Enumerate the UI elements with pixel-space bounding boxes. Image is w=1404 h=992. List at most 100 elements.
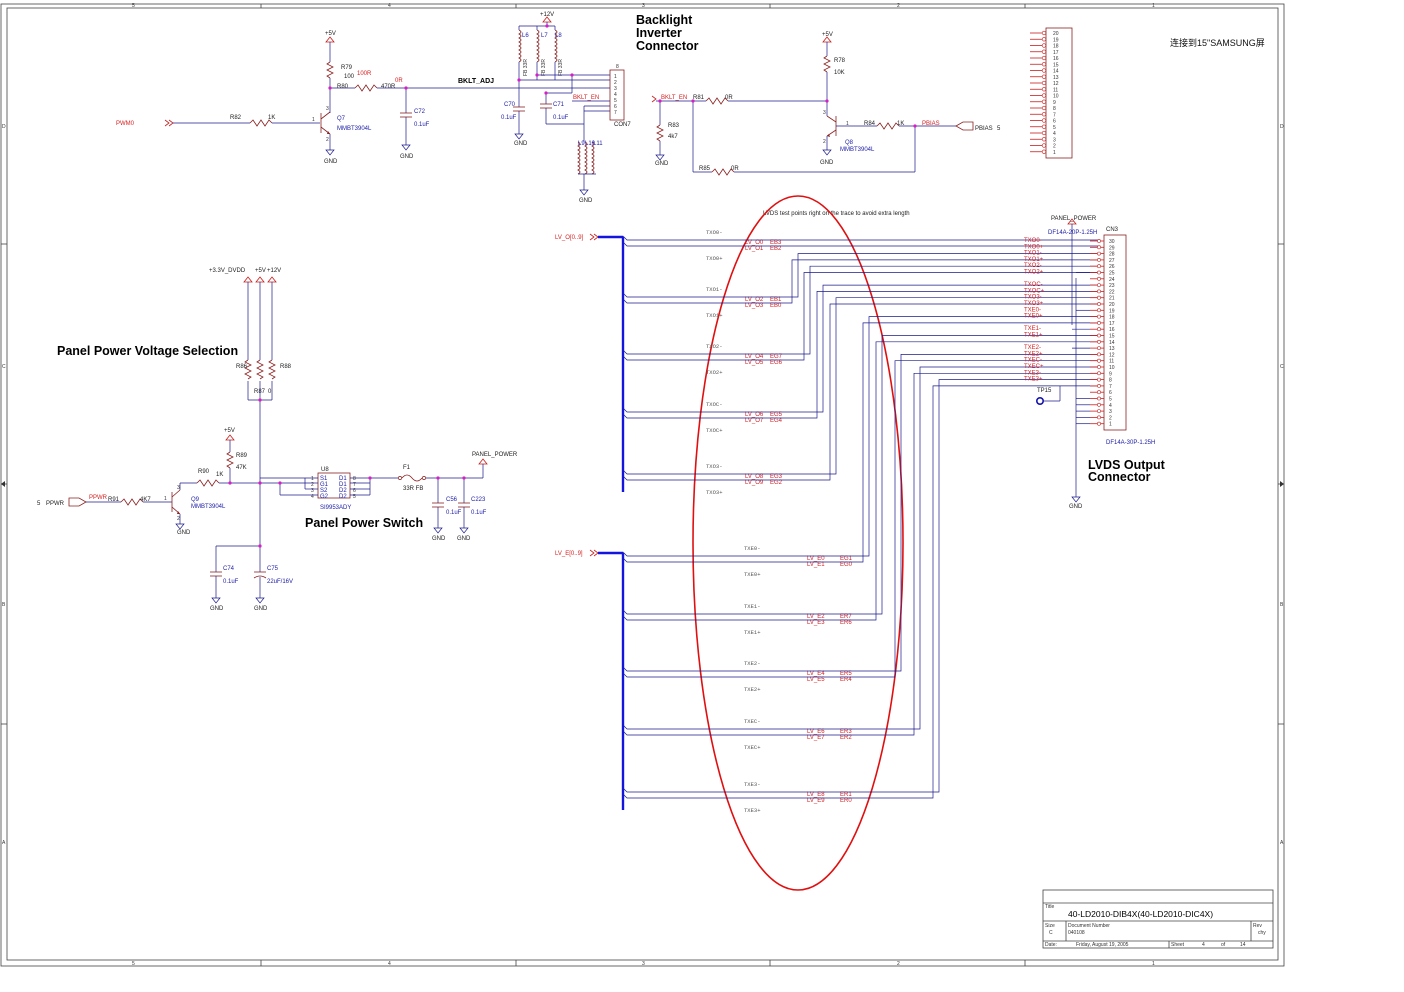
ppwr-net: PPWR — [89, 495, 108, 501]
q7-pin: 3 — [326, 106, 329, 112]
trace-test-label: TXE0+ — [744, 571, 761, 578]
cn3-pin-label: 3 — [1109, 409, 1112, 415]
r85-resistor — [711, 168, 735, 176]
gnd-label: GND — [579, 198, 593, 204]
r86-resistor — [244, 359, 252, 380]
cn3-pin-label: 24 — [1109, 277, 1115, 283]
q8-pin: 2 — [823, 139, 826, 145]
net-label: ER6 — [840, 620, 852, 626]
c72-ref: C72 — [414, 109, 426, 115]
connector-pin-label: 19 — [1053, 37, 1059, 43]
ground-symbol — [401, 144, 411, 151]
r80-value: 470R — [381, 84, 396, 90]
ground-symbol — [655, 154, 665, 161]
gnd-label: GND — [400, 154, 414, 160]
u8-pin-name: S2 — [320, 488, 328, 494]
gnd-label: GND — [457, 536, 471, 542]
bus-port-icon — [589, 233, 599, 241]
cn3-net-label: TXE2- — [1024, 345, 1041, 351]
trace-test-label: TXEC+ — [744, 744, 761, 751]
trace-test-label: TXO1+ — [706, 312, 723, 319]
l7-ref: L7 — [541, 33, 548, 39]
u8-pin-name: D2 — [339, 494, 347, 500]
v12-label: +12V — [540, 12, 554, 18]
title-label: Title — [1045, 904, 1054, 910]
gnd-label: GND — [432, 536, 446, 542]
u8-pin-name: D2 — [339, 488, 347, 494]
sheet-total: 14 — [1240, 942, 1246, 948]
trace-test-label: TXEC- — [744, 718, 761, 725]
gnd-label: GND — [1069, 504, 1083, 510]
con7-pin: 6 — [614, 104, 617, 110]
con7-pin: 7 — [614, 110, 617, 116]
connector-pin-label: 5 — [1053, 125, 1056, 131]
power-arrow-icon — [255, 276, 265, 283]
cn3-net-label: TXOC- — [1024, 282, 1043, 288]
signal-label: LV_O6 — [745, 412, 764, 418]
border-row-label: A — [2, 840, 6, 846]
connector-pin-label: 12 — [1053, 81, 1059, 87]
c72-value: 0.1uF — [414, 122, 430, 128]
cn3-net-label: TXE1- — [1024, 326, 1041, 332]
q7-transistor — [320, 111, 331, 135]
r86-ref: R86 — [236, 364, 248, 370]
con7-pin: 8 — [616, 64, 619, 70]
l8-ref: L8 — [555, 33, 562, 39]
q9-part: MMBT3904L — [191, 504, 226, 510]
border-row-label: A — [1280, 840, 1284, 846]
rail-label: +12V — [267, 268, 281, 274]
signal-label: LV_E4 — [807, 671, 825, 677]
connector-pin-label: 10 — [1053, 94, 1059, 100]
u8-mosfet — [317, 472, 351, 499]
cn3-part-bottom: DF14A-30P-1.25H — [1106, 440, 1155, 446]
ground-symbol — [325, 149, 335, 156]
r83-value: 4k7 — [668, 134, 678, 140]
pwm-net-label: PWM0 — [116, 121, 135, 127]
trace-test-label: TXO3- — [706, 463, 723, 470]
q9-transistor — [171, 489, 181, 515]
backlight-connector-circuit: +12V L6 L7 L8 FB 33R FB 33R FB 33R C70 0… — [501, 12, 631, 204]
sheet-number: 4 — [1202, 942, 1205, 948]
ground-symbol — [433, 527, 443, 534]
signal-label: LV_O8 — [745, 474, 764, 480]
cn3-pin-label: 5 — [1109, 397, 1112, 403]
con7-ref: CON7 — [614, 122, 631, 128]
size-value: C — [1049, 930, 1053, 936]
trace-test-label: TXOC+ — [706, 427, 723, 434]
panel-power-label: PANEL_POWER — [1051, 216, 1097, 222]
border-row-label: B — [1280, 602, 1284, 608]
connector-pin-label: 11 — [1053, 87, 1058, 93]
bklt-en-driver-circuit: BKLT_EN R81 0R R83 4k7 GND R85 0R +5V R7… — [651, 32, 1001, 176]
r87-value: 0 — [268, 389, 272, 395]
r79-value: 100 — [344, 74, 355, 80]
u8-part: SI9953ADY — [320, 505, 351, 511]
l11-ref: L11 — [593, 141, 603, 147]
cn3-net-label: TXO2+ — [1024, 270, 1044, 276]
r81-resistor — [705, 97, 729, 105]
signal-label: LV_E1 — [807, 562, 825, 568]
connector-pin-label: 2 — [1053, 144, 1056, 150]
signal-label: LV_E9 — [807, 798, 825, 804]
lvds-output-heading: Connector — [1088, 470, 1151, 484]
cn3-net-label: TXO1+ — [1024, 257, 1044, 263]
r78-resistor — [823, 55, 831, 73]
ground-symbol — [1071, 496, 1081, 503]
border-col-bottom: 4 — [388, 961, 391, 967]
vcc-label: +5V — [325, 31, 336, 37]
connector-pin-label: 9 — [1053, 100, 1056, 106]
c74-value: 0.1uF — [223, 579, 239, 585]
ground-symbol — [459, 527, 469, 534]
signal-label: LV_O5 — [745, 360, 764, 366]
net-label: EG0 — [840, 562, 853, 568]
signal-label: LV_O1 — [745, 246, 764, 252]
f1-ref: F1 — [403, 465, 411, 471]
cn3-pin-label: 21 — [1109, 296, 1115, 302]
cn3-pin-label: 9 — [1109, 371, 1112, 377]
net-label: EG3 — [770, 474, 783, 480]
r81-value: 0R — [725, 95, 733, 101]
tp15-label: TP15 — [1037, 388, 1052, 394]
power-arrow-icon — [243, 276, 253, 283]
trace-test-label: TXO1- — [706, 286, 723, 293]
trace-test-label: TXOC- — [706, 401, 723, 408]
ppwr-port-number: 5 — [37, 501, 41, 507]
